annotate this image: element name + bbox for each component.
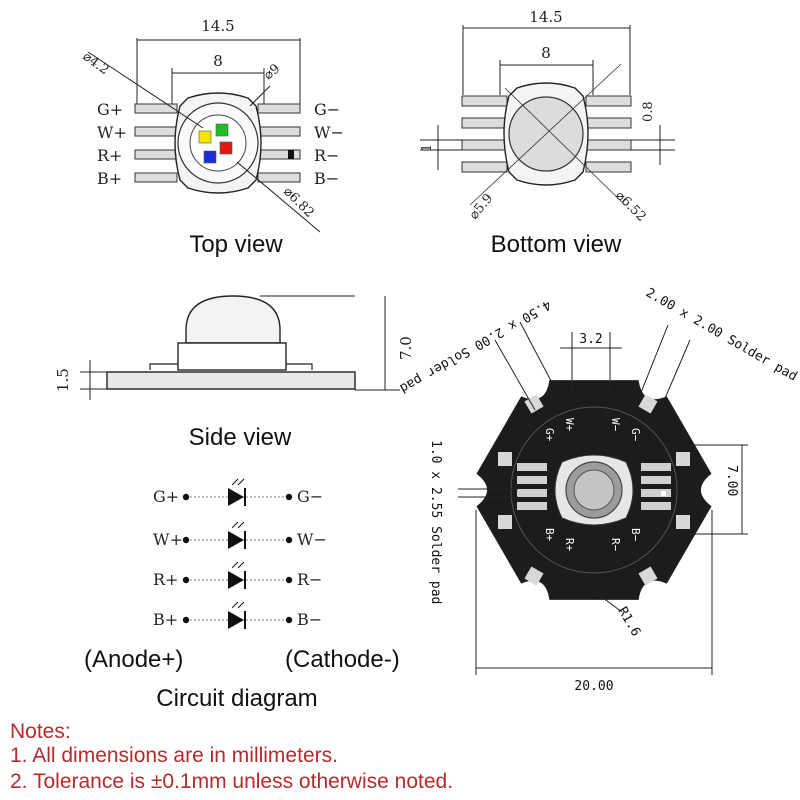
- top-left-pads: [134, 103, 178, 183]
- light-arrow: [231, 521, 239, 529]
- star-small-pads: [517, 463, 671, 510]
- silk-top-4: G−: [629, 428, 642, 442]
- silk-bottom-1: B+: [543, 528, 556, 542]
- star-width: 20.00: [574, 679, 613, 694]
- top-pin-left-2: W+: [97, 123, 127, 142]
- star-lens-inner: [573, 469, 615, 511]
- side-height-total: 7.0: [397, 336, 415, 360]
- top-dia-small: ⌀4.2: [80, 49, 112, 78]
- circuit-cathode-4: B−: [297, 610, 322, 629]
- silk-top-2: G+: [543, 428, 556, 442]
- silk-top-3: W−: [609, 418, 622, 432]
- bottom-pad-height: 0.8: [641, 101, 656, 122]
- circuit-anode-1: G+: [153, 487, 179, 506]
- led-chip-red: [219, 141, 233, 155]
- bottom-pad-pitch: 1: [420, 144, 435, 152]
- notes-title: Notes:: [10, 720, 71, 743]
- top-pin-right-3: R−: [314, 146, 339, 165]
- cathode-label: (Cathode-): [285, 646, 400, 673]
- top-pin-left-4: B+: [97, 169, 122, 188]
- star-pad-large-label: 4.50 x 2.00 Solder pad: [397, 297, 554, 396]
- circuit-node: [182, 616, 190, 624]
- circuit-cathode-1: G−: [297, 487, 323, 506]
- bottom-width-inner: 8: [541, 44, 551, 62]
- diode-symbol: [228, 488, 244, 506]
- top-width-outer: 14.5: [201, 17, 234, 35]
- led-chip-green: [215, 123, 229, 137]
- top-width-inner: 8: [213, 52, 223, 70]
- silk-top-1: W+: [563, 418, 576, 432]
- circuit-node: [182, 576, 190, 584]
- light-arrow: [231, 478, 239, 486]
- led-chip-yellow: [198, 130, 212, 144]
- star-spacing: 3.2: [579, 332, 602, 347]
- circuit-cathode-3: R−: [297, 570, 322, 589]
- circuit-node: [285, 576, 293, 584]
- bottom-dia-652: ⌀6.52: [612, 188, 649, 225]
- circuit-node: [285, 536, 293, 544]
- bottom-view-caption: Bottom view: [491, 231, 622, 258]
- side-package: [177, 342, 287, 371]
- top-pin-left-3: R+: [97, 146, 122, 165]
- side-base-plate: [106, 371, 356, 390]
- top-right-pads: [257, 103, 301, 183]
- light-arrow: [237, 561, 245, 569]
- silk-bottom-2: R+: [563, 538, 576, 552]
- light-arrow: [237, 478, 245, 486]
- star-board: W+ G+ W− G− B+ R+ R− B− 3.2 4.50 x 2.00 …: [397, 285, 800, 694]
- anode-label: (Anode+): [84, 646, 183, 673]
- side-lens-dome: [185, 295, 281, 344]
- circuit-cathode-2: W−: [297, 530, 327, 549]
- bottom-right-pads: [585, 95, 632, 173]
- diode-symbol: [228, 611, 244, 629]
- top-dia-9: ⌀9: [261, 61, 283, 83]
- led-chip-blue: [203, 150, 217, 164]
- notes-line-2: 2. Tolerance is ±0.1mm unless otherwise …: [10, 770, 453, 793]
- light-arrow: [231, 561, 239, 569]
- circuit-node: [285, 616, 293, 624]
- side-height-base: 1.5: [54, 368, 72, 392]
- star-radius: R1.6: [615, 605, 644, 640]
- circuit-diagram: [182, 478, 293, 629]
- side-view: 7.0 1.5 Side view: [54, 295, 415, 451]
- top-pin-right-4: B−: [314, 169, 339, 188]
- top-view-caption: Top view: [189, 231, 283, 258]
- side-leads: [149, 363, 313, 370]
- star-height: 7.00: [724, 465, 739, 496]
- diode-symbol: [228, 571, 244, 589]
- circuit-node: [182, 493, 190, 501]
- bottom-left-pads: [461, 95, 508, 173]
- top-pin-right-2: W−: [314, 123, 344, 142]
- circuit-anode-3: R+: [153, 570, 178, 589]
- bottom-dia-59: ⌀5.9: [467, 191, 497, 222]
- bottom-view: 14.5 8 ⌀5.9 ⌀6.52 0.8 1: [420, 8, 675, 258]
- circuit-caption: Circuit diagram: [156, 685, 317, 712]
- light-arrow: [237, 521, 245, 529]
- circuit-anode-2: W+: [153, 530, 183, 549]
- top-pin-right-1: G−: [314, 100, 340, 119]
- side-view-caption: Side view: [189, 424, 292, 451]
- light-arrow: [237, 601, 245, 609]
- silk-bottom-4: B−: [629, 528, 642, 542]
- circuit-node: [182, 536, 190, 544]
- top-view: 14.5 8 ⌀4.2: [80, 17, 344, 258]
- circuit-node: [285, 493, 293, 501]
- silk-bottom-3: R−: [609, 538, 622, 552]
- star-inner-circle: [510, 406, 678, 574]
- circuit-anode-4: B+: [153, 610, 178, 629]
- notes-line-1: 1. All dimensions are in millimeters.: [10, 744, 338, 767]
- star-pad-small-label: 1.0 x 2.55 Solder pad: [428, 440, 443, 604]
- star-pad-square-label: 2.00 x 2.00 Solder pad: [643, 285, 800, 384]
- bottom-width-outer: 14.5: [529, 8, 562, 26]
- diode-symbol: [228, 531, 244, 549]
- top-pin-left-1: G+: [97, 100, 123, 119]
- light-arrow: [231, 601, 239, 609]
